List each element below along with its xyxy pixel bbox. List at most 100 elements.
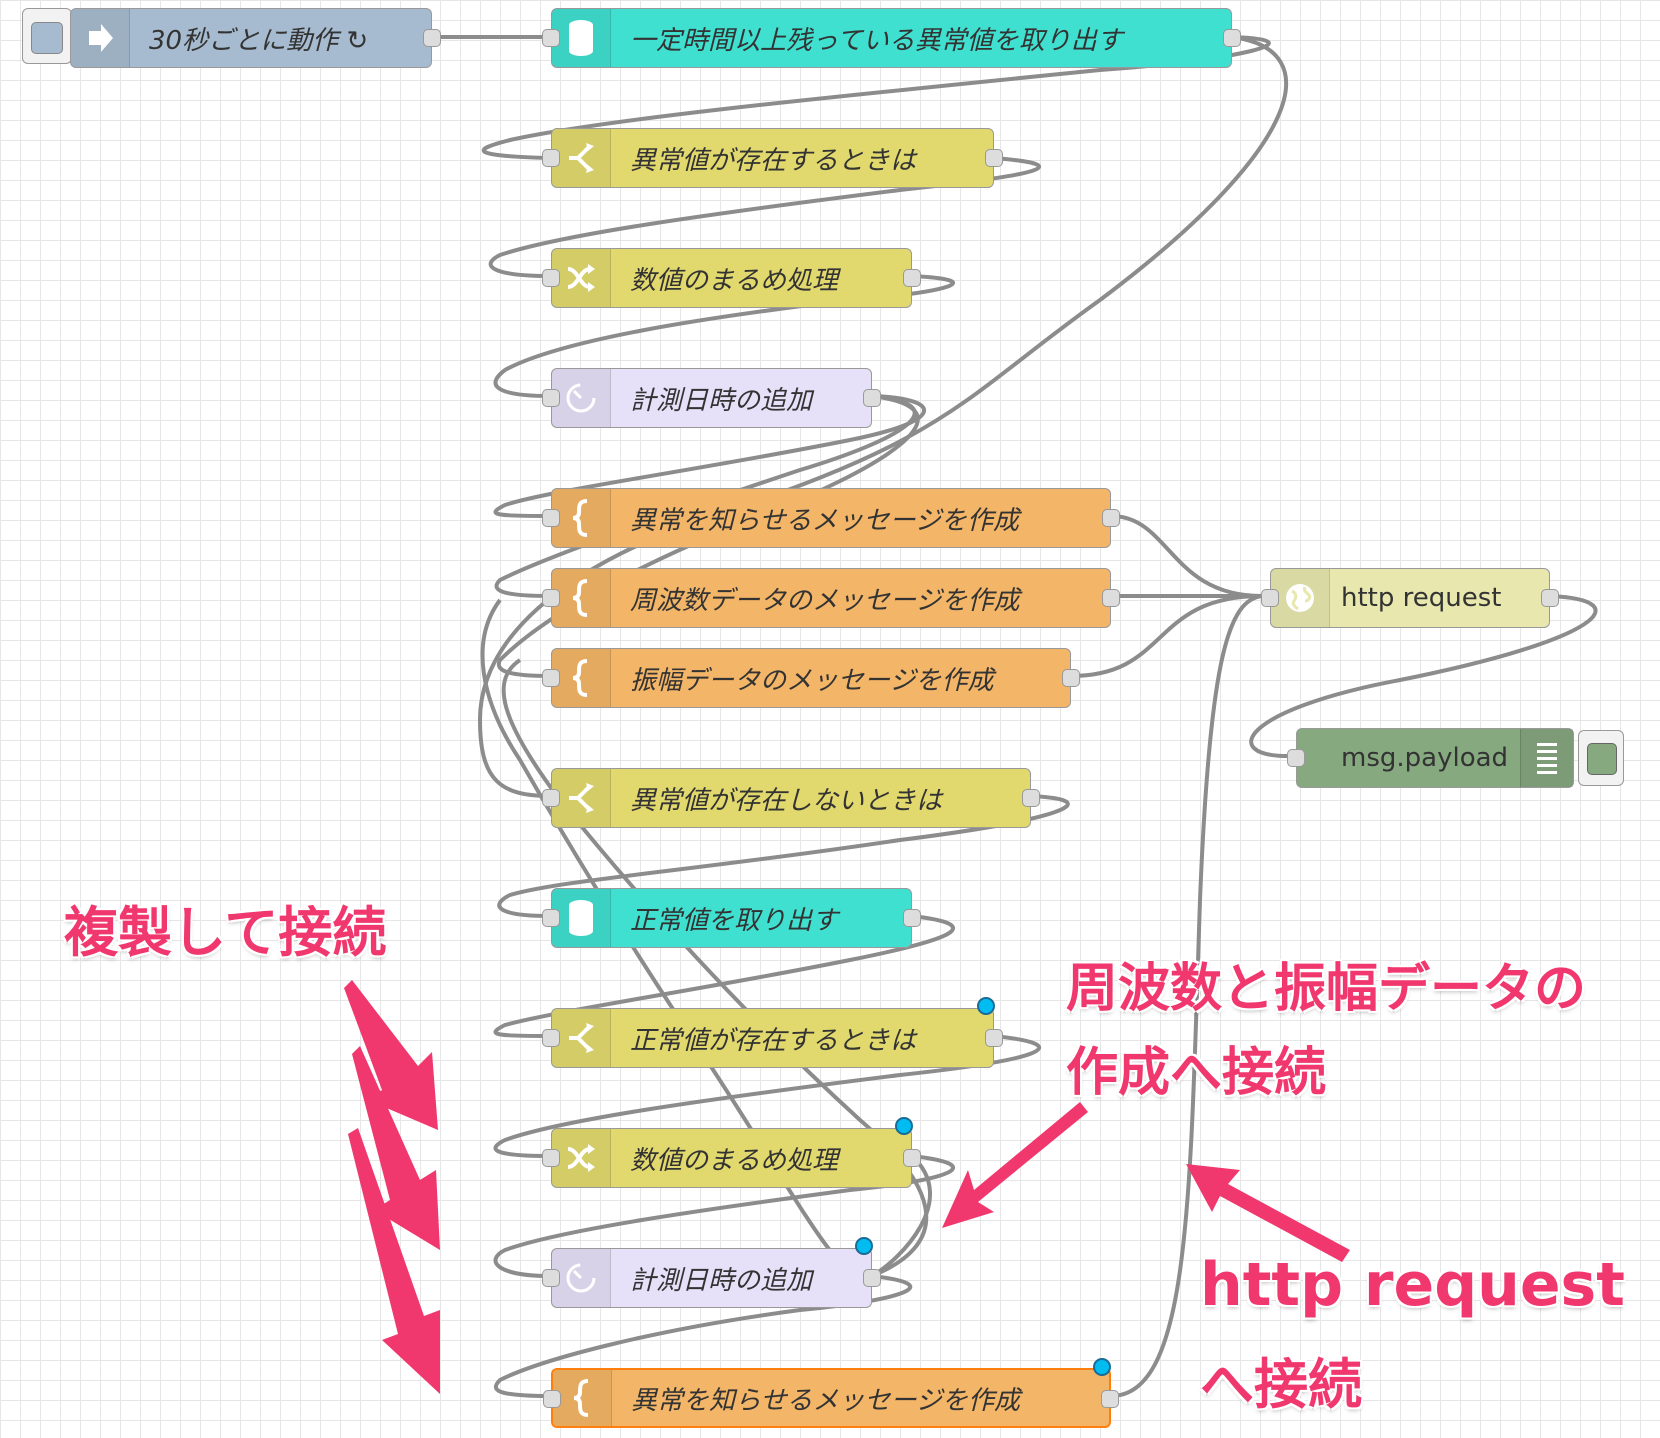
output-port[interactable]: [863, 389, 881, 407]
input-port[interactable]: [542, 389, 560, 407]
database-node-normal[interactable]: 正常値を取り出す: [542, 888, 921, 948]
timer-icon: [552, 369, 611, 427]
arrow-in-icon: [71, 9, 130, 67]
inject-trigger-square[interactable]: [31, 22, 63, 54]
node-label: 異常値が存在しないときは: [630, 785, 943, 816]
annotation-duplicate: 複製して接続: [64, 901, 387, 964]
output-port[interactable]: [903, 269, 921, 287]
input-port[interactable]: [542, 1149, 560, 1167]
changed-indicator-dot: [1093, 1358, 1111, 1376]
input-port[interactable]: [542, 669, 560, 687]
node-label: 計測日時の追加: [630, 1265, 813, 1296]
template-brace-icon: [552, 489, 611, 547]
output-port[interactable]: [1022, 789, 1040, 807]
output-port[interactable]: [1102, 509, 1120, 527]
debug-node[interactable]: msg.payload: [1287, 728, 1574, 788]
switch-node-abnormal-not-exists[interactable]: 異常値が存在しないときは: [542, 768, 1040, 828]
input-port[interactable]: [542, 909, 560, 927]
input-port[interactable]: [542, 149, 560, 167]
annotation-freq-amp-line1: 周波数と振幅データの: [1066, 959, 1587, 1019]
timestamp-node-1[interactable]: 計測日時の追加: [542, 368, 881, 428]
wire[interactable]: [1110, 514, 1263, 598]
input-port[interactable]: [542, 789, 560, 807]
inject-trigger-button[interactable]: [22, 8, 72, 64]
output-port[interactable]: [863, 1269, 881, 1287]
wire[interactable]: [493, 914, 955, 1038]
input-port[interactable]: [542, 1269, 560, 1287]
wire[interactable]: [1249, 594, 1598, 758]
node-label: 計測日時の追加: [630, 385, 813, 416]
changed-indicator-dot: [895, 1117, 913, 1135]
wire[interactable]: [493, 1274, 913, 1398]
input-port[interactable]: [542, 29, 560, 47]
change-node-round-1[interactable]: 数値のまるめ処理: [542, 248, 921, 308]
wire[interactable]: [1110, 594, 1263, 1398]
input-port[interactable]: [542, 1029, 560, 1047]
wire[interactable]: [477, 35, 1289, 798]
input-port[interactable]: [543, 1390, 561, 1408]
shuffle-icon: [552, 1129, 611, 1187]
timer-icon: [552, 1249, 611, 1307]
changed-indicator-dot: [977, 997, 995, 1015]
node-label: 正常値が存在するときは: [630, 1025, 917, 1056]
template-brace-icon: [552, 569, 611, 627]
output-port[interactable]: [423, 29, 441, 47]
switch-node-normal-exists[interactable]: 正常値が存在するときは: [542, 997, 1003, 1068]
input-port[interactable]: [542, 589, 560, 607]
shuffle-icon: [552, 249, 611, 307]
output-port[interactable]: [1541, 589, 1559, 607]
input-port[interactable]: [1261, 589, 1279, 607]
node-label: 数値のまるめ処理: [630, 265, 839, 296]
node-label: 30秒ごとに動作 ↻: [149, 25, 369, 56]
node-label: 異常を知らせるメッセージを作成: [630, 505, 1019, 536]
output-port[interactable]: [903, 1149, 921, 1167]
output-port[interactable]: [1101, 1390, 1119, 1408]
database-node-abnormal[interactable]: 一定時間以上残っている異常値を取り出す: [542, 8, 1241, 68]
wire[interactable]: [1070, 594, 1263, 678]
list-icon: [1520, 729, 1573, 787]
node-label: msg.payload: [1341, 743, 1509, 773]
wire[interactable]: [481, 35, 1271, 160]
timestamp-node-2[interactable]: 計測日時の追加: [542, 1237, 881, 1308]
inject-node[interactable]: 30秒ごとに動作 ↻: [70, 8, 441, 68]
template-node-amplitude[interactable]: 振幅データのメッセージを作成: [542, 648, 1080, 708]
debug-toggle-button[interactable]: [1578, 730, 1624, 786]
changed-indicator-dot: [855, 1237, 873, 1255]
wire[interactable]: [497, 794, 1070, 918]
wire[interactable]: [493, 1034, 1042, 1158]
debug-toggle-square[interactable]: [1587, 743, 1617, 775]
template-brace-icon: [552, 649, 611, 707]
switch-icon: [552, 1009, 611, 1067]
node-label: 数値のまるめ処理: [630, 1145, 839, 1176]
wire[interactable]: [488, 156, 1042, 278]
output-port[interactable]: [985, 149, 1003, 167]
input-port[interactable]: [1287, 749, 1305, 767]
node-label: 正常値を取り出す: [630, 905, 839, 936]
annotation-freq-amp-line2: 作成へ接続: [1066, 1043, 1327, 1103]
node-label: 異常値が存在するときは: [630, 145, 917, 176]
template-brace-icon: [553, 1370, 612, 1426]
http-request-node[interactable]: http request: [1261, 568, 1559, 628]
output-port[interactable]: [985, 1029, 1003, 1047]
output-port[interactable]: [1062, 669, 1080, 687]
wire[interactable]: [496, 394, 920, 678]
change-node-round-2[interactable]: 数値のまるめ処理: [542, 1117, 921, 1188]
input-port[interactable]: [542, 509, 560, 527]
annotation-http-line1: http request: [1200, 1250, 1625, 1320]
wire[interactable]: [493, 394, 926, 518]
wire[interactable]: [501, 658, 929, 1278]
template-node-alert-1[interactable]: 異常を知らせるメッセージを作成: [542, 488, 1120, 548]
output-port[interactable]: [1102, 589, 1120, 607]
wire[interactable]: [493, 274, 955, 398]
switch-node-abnormal-exists[interactable]: 異常値が存在するときは: [542, 128, 1003, 188]
template-node-frequency[interactable]: 周波数データのメッセージを作成: [542, 568, 1120, 628]
database-icon: [552, 889, 611, 947]
output-port[interactable]: [903, 909, 921, 927]
switch-icon: [552, 129, 611, 187]
input-port[interactable]: [542, 269, 560, 287]
output-port[interactable]: [1223, 29, 1241, 47]
annotation-http-line2: へ接続: [1200, 1353, 1362, 1416]
database-icon: [552, 9, 611, 67]
template-node-alert-2[interactable]: 異常を知らせるメッセージを作成: [543, 1358, 1119, 1428]
